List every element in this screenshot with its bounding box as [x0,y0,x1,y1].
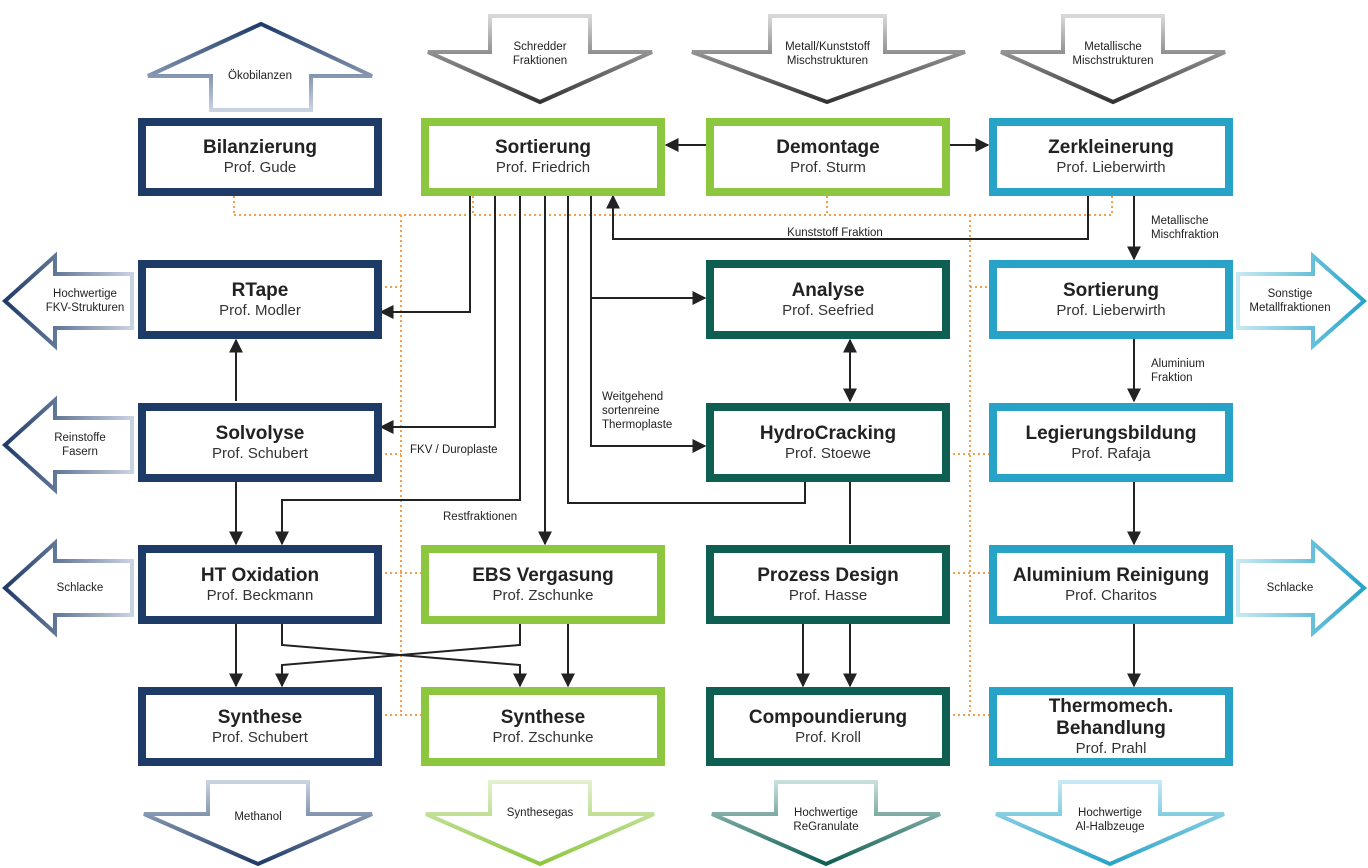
box-bilanzierung: Bilanzierung Prof. Gude [138,118,382,196]
flow-lines [229,138,1141,688]
box-title: Thermomech. Behandlung [1048,695,1174,739]
box-title: Compoundierung [748,706,908,728]
box-subtitle: Prof. Hasse [788,586,868,604]
label-kunststoff-fraktion: Kunststoff Fraktion [787,227,883,239]
arrow-metall-kunststoff [691,14,966,105]
box-subtitle: Prof. Sturm [790,159,866,176]
box-sortierung-lieberwirth: Sortierung Prof. Lieberwirth [989,260,1233,339]
box-title: Sortierung [1062,279,1160,301]
box-sortierung-friedrich: Sortierung Prof. Friedrich [421,118,665,196]
box-title: Prozess Design [757,564,899,586]
arrow-reinstoffe [2,395,134,495]
box-title: HydroCracking [759,422,897,444]
box-title: Aluminium Reinigung [1012,564,1210,586]
arrow-al-halbzeuge [995,780,1225,867]
label-schredder: Schredder Fraktionen [512,41,568,67]
box-subtitle: Prof. Rafaja [1071,444,1151,462]
label-sonstige-metall: Sonstige Metallfraktionen [1249,288,1331,314]
box-zerkleinerung: Zerkleinerung Prof. Lieberwirth [989,118,1233,196]
box-analyse: Analyse Prof. Seefried [706,260,950,339]
box-title: Bilanzierung [202,137,317,158]
arrow-schlacke-left [2,538,134,638]
label-schlacke-left: Schlacke [56,582,104,594]
box-subtitle: Prof. Friedrich [495,159,591,176]
box-title: Analyse [791,279,865,301]
box-subtitle: Prof. Prahl [1075,739,1147,757]
box-title: RTape [231,279,289,301]
box-subtitle: Prof. Kroll [795,728,861,746]
box-subtitle: Prof. Seefried [782,301,874,319]
arrow-schredder [427,14,653,105]
label-metall-kunststoff: Metall/Kunststoff Mischstrukturen [785,41,870,67]
label-metallische-mischfraktion: Metallische Mischfraktion [1151,215,1219,241]
arrow-sonstige [1236,251,1368,351]
box-subtitle: Prof. Lieberwirth [1056,159,1166,176]
label-aluminium-fraktion: Aluminium Fraktion [1151,358,1205,384]
label-reinstoffe: Reinstoffe Fasern [54,432,106,458]
label-oekobilanzen: Ökobilanzen [228,70,292,82]
box-prozess-design: Prozess Design Prof. Hasse [706,545,950,624]
box-title: Solvolyse [215,422,305,444]
box-subtitle: Prof. Charitos [1065,586,1157,604]
box-subtitle: Prof. Modler [219,301,301,319]
arrow-methanol [143,780,373,867]
box-compoundierung: Compoundierung Prof. Kroll [706,687,950,766]
box-subtitle: Prof. Schubert [212,444,308,462]
box-title: Zerkleinerung [1048,137,1174,158]
box-title: Demontage [776,137,880,158]
box-subtitle: Prof. Lieberwirth [1056,301,1166,319]
box-rtape: RTape Prof. Modler [138,260,382,339]
box-ebs-vergasung: EBS Vergasung Prof. Zschunke [421,545,665,624]
box-legierungsbildung: Legierungsbildung Prof. Rafaja [989,403,1233,482]
label-al-halbzeuge: Hochwertige Al-Halbzeuge [1075,807,1145,833]
box-title: Legierungsbildung [1025,422,1197,444]
dotted-connectors [233,196,1113,716]
label-restfraktionen: Restfraktionen [443,511,518,523]
arrow-metallische-misch [1000,14,1226,105]
box-title: HT Oxidation [200,564,320,586]
label-synthesegas: Synthesegas [506,807,574,819]
label-fkv-duroplaste: FKV / Duroplaste [410,444,498,456]
box-subtitle: Prof. Gude [223,159,297,176]
box-subtitle: Prof. Stoewe [785,444,871,462]
label-methanol: Methanol [234,811,282,823]
box-demontage: Demontage Prof. Sturm [706,118,950,196]
arrow-synthesegas [425,780,655,867]
label-metallische-misch: Metallische Mischstrukturen [1072,41,1154,67]
label-hochwertige-fkv: Hochwertige FKV-Strukturen [45,288,125,314]
box-subtitle: Prof. Zschunke [492,586,594,604]
box-solvolyse: Solvolyse Prof. Schubert [138,403,382,482]
box-title: Sortierung [494,137,592,158]
label-schlacke-right: Schlacke [1266,582,1314,594]
box-subtitle: Prof. Zschunke [492,728,594,746]
box-title: Synthese [217,706,303,728]
arrow-regranulate [711,780,941,867]
box-synthese-schubert: Synthese Prof. Schubert [138,687,382,766]
box-title: Synthese [500,706,586,728]
arrow-oekobilanzen [147,21,373,112]
box-thermomech: Thermomech. Behandlung Prof. Prahl [989,687,1233,766]
box-title: EBS Vergasung [472,564,614,586]
box-hydrocracking: HydroCracking Prof. Stoewe [706,403,950,482]
label-regranulate: Hochwertige ReGranulate [793,807,859,833]
label-weitgehend: Weitgehend sortenreine Thermoplaste [602,391,673,431]
arrow-schlacke-right [1236,538,1368,638]
box-ht-oxidation: HT Oxidation Prof. Beckmann [138,545,382,624]
box-subtitle: Prof. Schubert [212,728,308,746]
arrow-hochwertige-fkv [2,251,134,351]
box-synthese-zschunke: Synthese Prof. Zschunke [421,687,665,766]
box-subtitle: Prof. Beckmann [206,586,314,604]
box-aluminium-reinigung: Aluminium Reinigung Prof. Charitos [989,545,1233,624]
